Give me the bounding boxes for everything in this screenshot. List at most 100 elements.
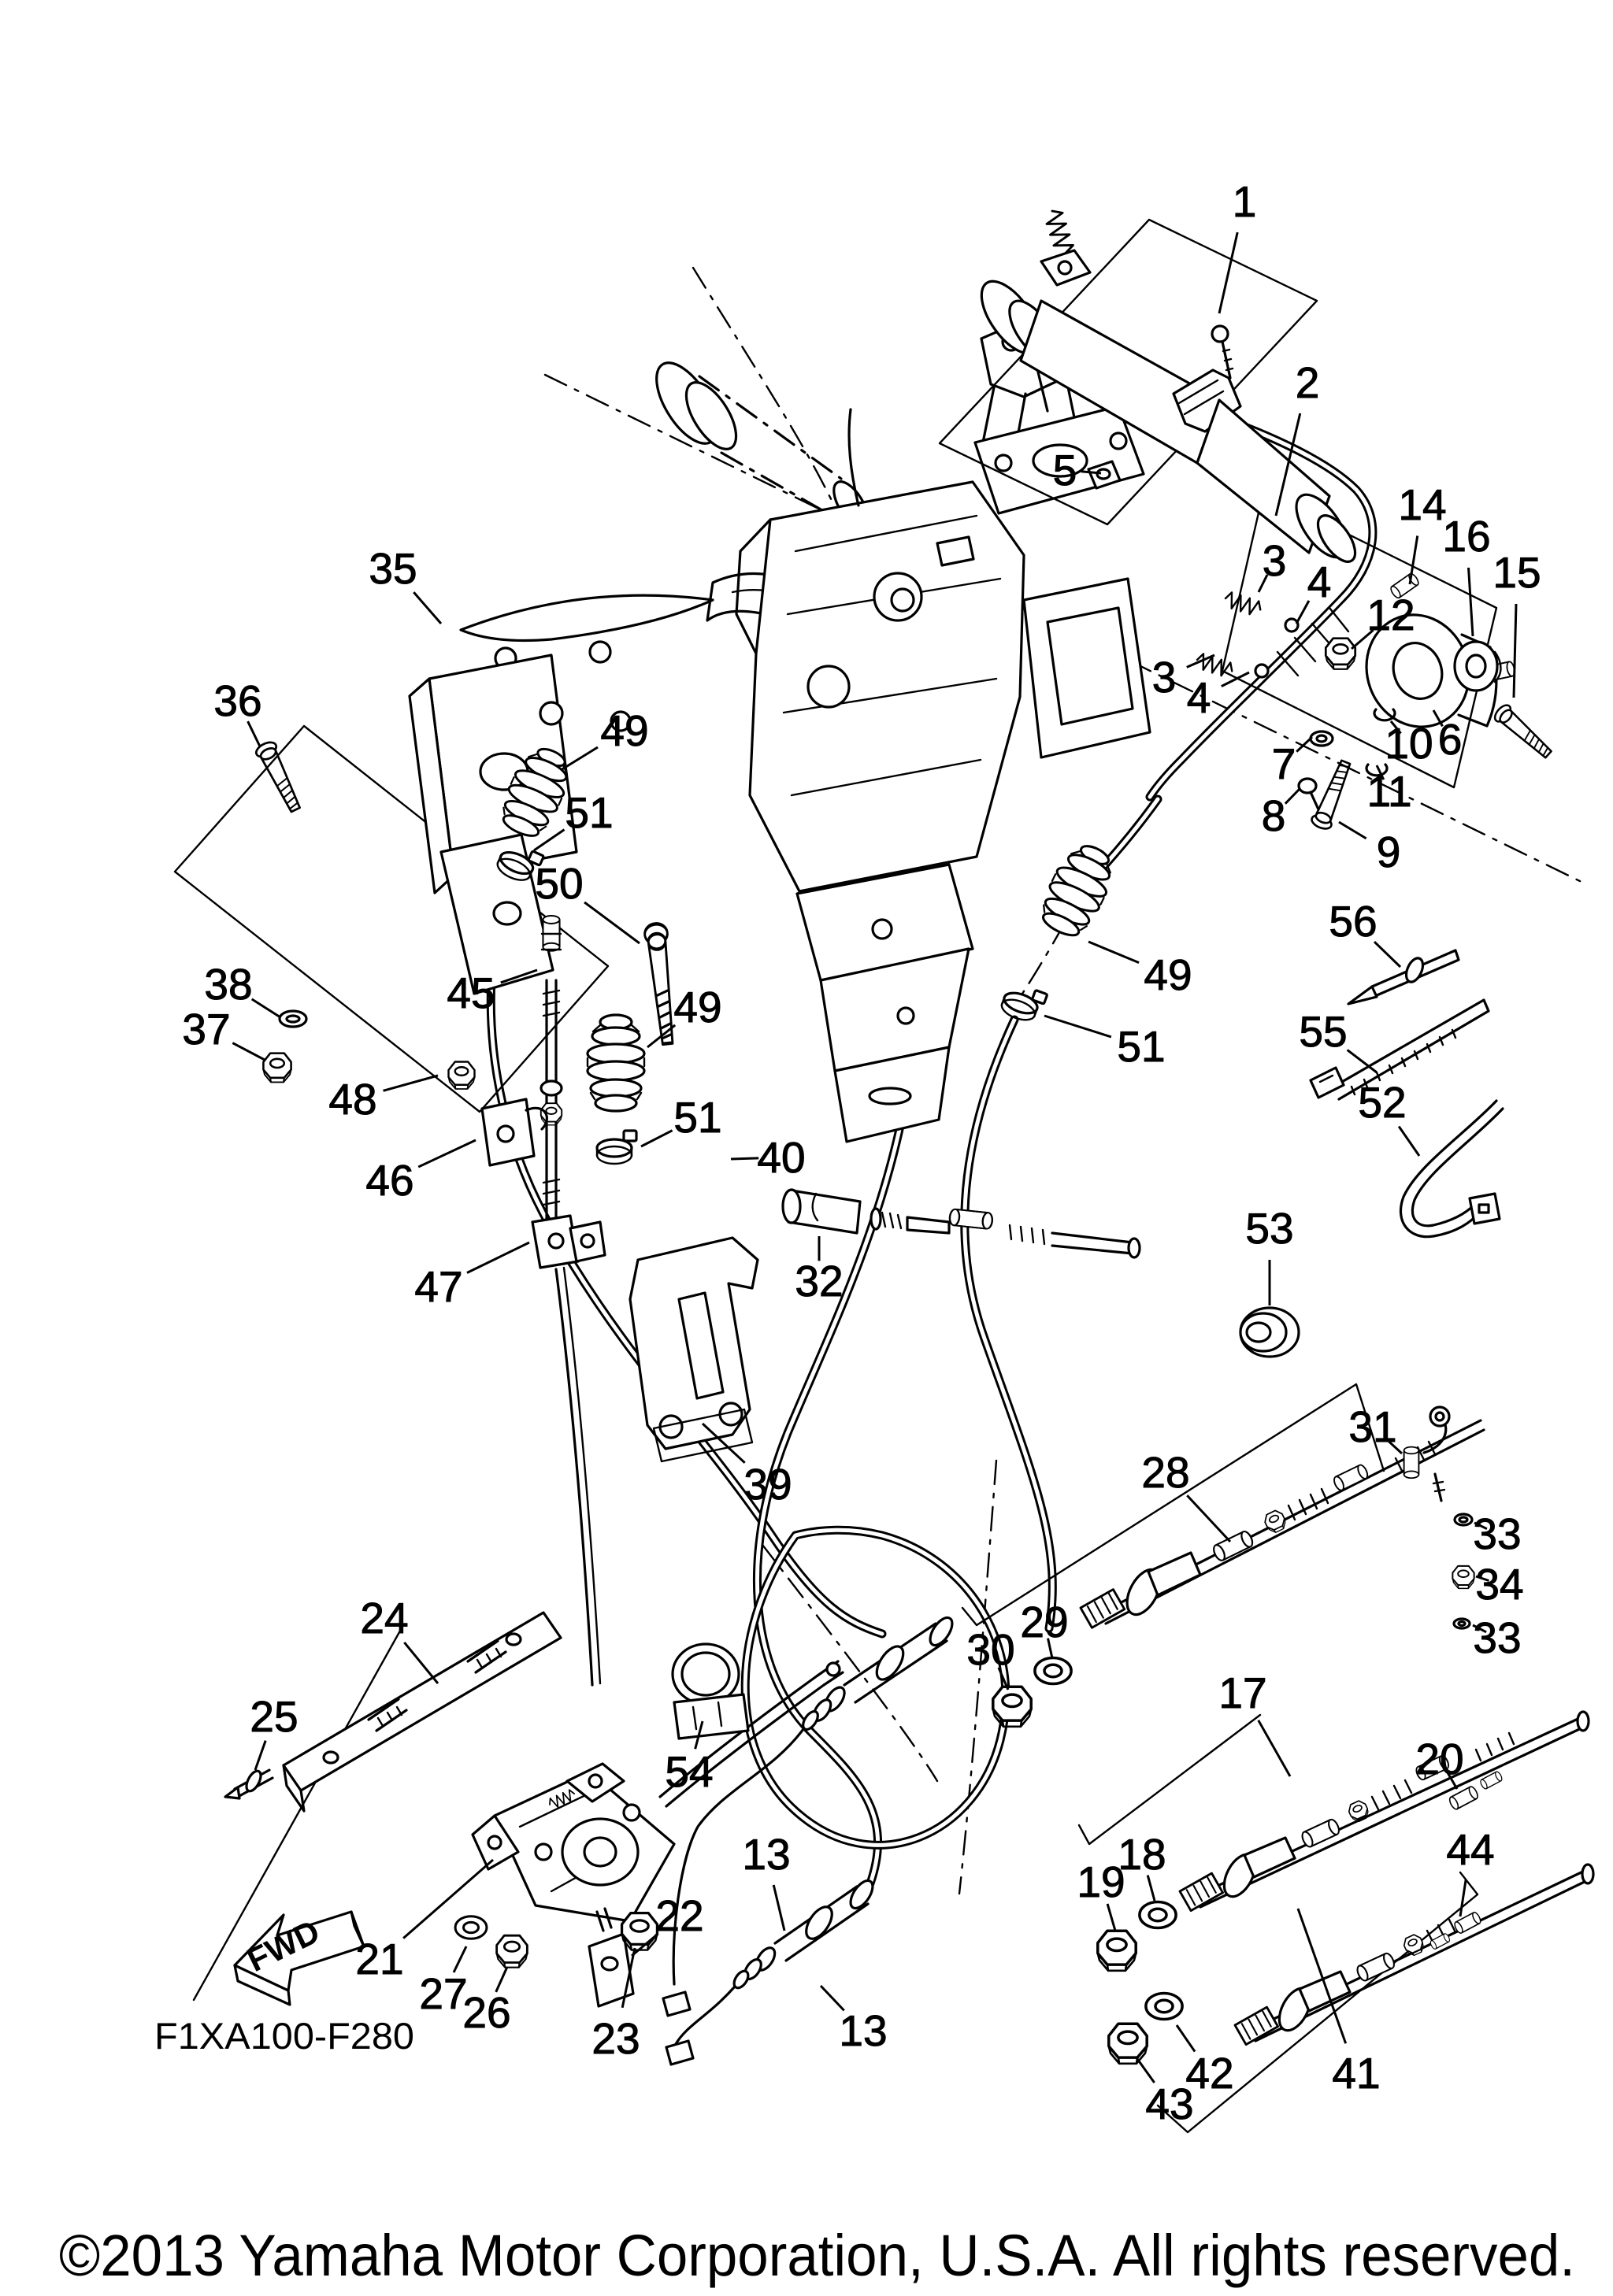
leader-line-25 (254, 1740, 267, 1771)
callout-23: 23 (591, 2014, 640, 2063)
leader-line-46 (417, 1139, 476, 1168)
leader-line-3 (1186, 654, 1215, 668)
leader-line-36 (247, 720, 261, 747)
leader-line-7 (1296, 735, 1314, 753)
leader-line-12 (1351, 629, 1374, 650)
leader-line-54 (694, 1720, 704, 1750)
leader-line-8 (1284, 787, 1301, 805)
throttle-cable-17 (1077, 1710, 1590, 1972)
callout-51: 51 (1117, 1022, 1165, 1071)
callout-29: 29 (1020, 1598, 1068, 1646)
leader-line-3 (1257, 574, 1269, 593)
leader-line-48 (383, 1074, 439, 1092)
callout-18: 18 (1118, 1830, 1166, 1879)
leader-line-28 (1186, 1494, 1232, 1543)
leader-line-9 (1338, 820, 1367, 840)
leader-line-49 (647, 1024, 677, 1049)
leader-line-10 (1389, 720, 1402, 735)
right-handlebar (1139, 389, 1378, 802)
callout-3: 3 (1263, 536, 1287, 585)
callout-50: 50 (535, 859, 583, 908)
leader-line-39 (701, 1422, 746, 1464)
callout-28: 28 (1141, 1448, 1189, 1497)
callout-51: 51 (565, 788, 613, 837)
leader-line-51 (640, 1129, 673, 1148)
callout-27: 27 (419, 1969, 467, 2018)
leader-line-6 (1432, 709, 1444, 728)
shift-cable-41 (1107, 1863, 1595, 2134)
leader-line-56 (1373, 941, 1402, 968)
callout-2: 2 (1296, 358, 1320, 407)
callout-55: 55 (1299, 1007, 1347, 1056)
leader-line-47 (466, 1241, 530, 1274)
callout-38: 38 (204, 960, 252, 1009)
leader-line-49 (1088, 940, 1140, 965)
callout-53: 53 (1245, 1204, 1293, 1253)
leader-line-4 (1221, 671, 1250, 687)
leader-line-24 (403, 1641, 439, 1684)
leader-line-13 (819, 1984, 845, 2012)
callout-13: 13 (742, 1830, 790, 1879)
callout-22: 22 (655, 1891, 703, 1940)
callout-14: 14 (1398, 480, 1446, 529)
leader-line-55 (1346, 1049, 1378, 1074)
leader-line-20 (1446, 1772, 1459, 1790)
callout-6: 6 (1438, 715, 1463, 764)
callout-46: 46 (365, 1156, 413, 1205)
leader-line-49 (560, 746, 599, 772)
callout-3: 3 (1152, 653, 1177, 702)
leader-line-15 (1512, 603, 1518, 698)
callout-19: 19 (1077, 1857, 1125, 1906)
callout-37: 37 (182, 1005, 230, 1054)
cable-bracket-39 (629, 1236, 759, 1463)
fwd-arrow: FWD (233, 1910, 365, 2006)
grommet-and-ties (1239, 949, 1504, 1358)
callout-45: 45 (447, 968, 495, 1017)
copyright-text: ©2013 Yamaha Motor Corporation, U.S.A. A… (59, 2223, 1575, 2288)
leader-line-33 (1472, 1624, 1487, 1634)
leader-line-41 (1296, 1908, 1348, 2044)
callout-1: 1 (1233, 177, 1257, 226)
callout-21: 21 (355, 1935, 403, 1983)
callout-35: 35 (369, 544, 417, 593)
leader-line-21 (402, 1858, 494, 1939)
leader-line-4 (1295, 600, 1311, 624)
leader-line-44 (1459, 1879, 1467, 1917)
callout-7: 7 (1272, 739, 1296, 788)
callout-8: 8 (1262, 791, 1286, 840)
callout-42: 42 (1185, 2049, 1233, 2098)
leader-line-19 (1106, 1903, 1117, 1931)
callout-33: 33 (1473, 1613, 1521, 1662)
callout-10: 10 (1385, 719, 1433, 768)
callout-51: 51 (673, 1093, 721, 1142)
leader-line-37 (232, 1042, 265, 1061)
callout-49: 49 (600, 706, 648, 755)
leader-line-45 (500, 968, 538, 984)
leader-line-30 (997, 1667, 1010, 1691)
callout-43: 43 (1145, 2079, 1193, 2128)
handlebar-fasteners (1297, 708, 1396, 833)
callout-13: 13 (839, 2006, 887, 2055)
callout-33: 33 (1473, 1509, 1521, 1558)
callout-54: 54 (665, 1747, 713, 1796)
leader-line-1 (1218, 231, 1239, 314)
leader-line-38 (250, 998, 281, 1019)
leader-line-11 (1375, 765, 1385, 780)
callout-4: 4 (1307, 557, 1332, 606)
callout-49: 49 (673, 983, 721, 1031)
leader-line-33 (1474, 1521, 1488, 1531)
leader-line-43 (1134, 2056, 1155, 2083)
leader-line-14 (1408, 535, 1419, 585)
throttle-grip-group (938, 218, 1357, 563)
callout-16: 16 (1442, 512, 1490, 561)
leader-line-50 (584, 901, 640, 945)
leader-line-23 (621, 1947, 636, 2009)
callout-56: 56 (1329, 897, 1377, 946)
callout-20: 20 (1415, 1735, 1463, 1783)
callout-4: 4 (1187, 673, 1211, 722)
callout-5: 5 (1053, 446, 1077, 494)
leader-line-5 (1081, 470, 1102, 475)
